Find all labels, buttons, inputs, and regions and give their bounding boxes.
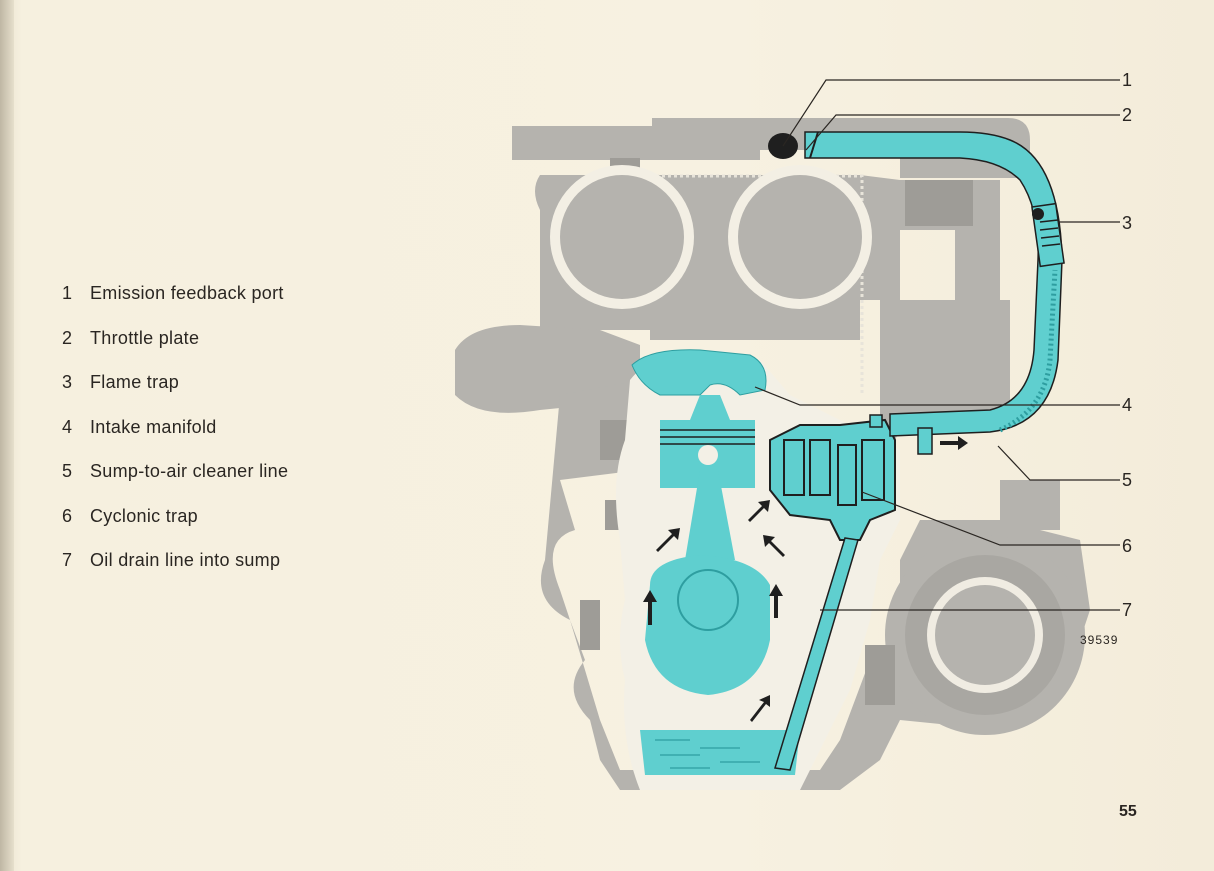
legend-item: 5 Sump-to-air cleaner line (62, 461, 392, 506)
hose-texture (998, 269, 1058, 433)
oil-drain-line (774, 537, 859, 771)
callout-2: 2 (1122, 105, 1132, 125)
throttle-plate (809, 131, 819, 159)
legend-item: 6 Cyclonic trap (62, 506, 392, 551)
crankcase-flow-arrows (643, 500, 785, 722)
legend-label: Intake manifold (90, 416, 217, 437)
air-filter-rings (550, 165, 872, 309)
connecting-rod (645, 470, 770, 695)
alternator (905, 555, 1065, 715)
legend-label: Sump-to-air cleaner line (90, 461, 289, 481)
callout-numbers: 1 2 3 4 5 6 7 (1122, 70, 1132, 620)
legend-item: 4 Intake manifold (62, 417, 392, 462)
callout-leaders (754, 79, 1120, 611)
hose-coupling (917, 427, 933, 455)
legend-number: 5 (62, 461, 73, 481)
callout-7: 7 (1122, 600, 1132, 620)
legend-item: 1 Emission feedback port (62, 283, 392, 328)
legend-list: 1 Emission feedback port 2 Throttle plat… (62, 283, 392, 595)
piston (660, 395, 755, 488)
legend-item: 2 Throttle plate (62, 328, 392, 373)
flame-trap (1031, 202, 1065, 268)
legend-item: 3 Flame trap (62, 372, 392, 417)
legend-number: 6 (62, 505, 73, 526)
legend-number: 7 (62, 550, 73, 570)
legend-label: Flame trap (90, 372, 180, 392)
legend-number: 1 (62, 283, 73, 303)
page-number: 55 (1119, 803, 1137, 820)
figure-code: 39539 (1080, 633, 1118, 647)
gasket-seam (656, 174, 864, 395)
callout-1: 1 (1122, 70, 1132, 90)
legend-number: 3 (62, 372, 73, 392)
sump-oil (640, 730, 800, 775)
legend-label: Emission feedback port (90, 283, 284, 303)
legend-item: 7 Oil drain line into sump (62, 550, 392, 595)
engine-block-gray-dark-details (580, 158, 973, 705)
book-spine-shadow (0, 0, 14, 871)
flow-arrow-icon (940, 436, 968, 450)
legend-label: Oil drain line into sump (90, 550, 281, 570)
cyclonic-trap (769, 414, 896, 541)
legend-label: Cyclonic trap (90, 505, 198, 526)
legend-label: Throttle plate (90, 327, 200, 348)
callout-3: 3 (1122, 213, 1132, 233)
cylinder-head-intake (631, 349, 767, 396)
legend-number: 4 (62, 416, 73, 437)
legend-number: 2 (62, 327, 73, 348)
callout-6: 6 (1122, 536, 1132, 556)
callout-4: 4 (1122, 395, 1132, 415)
callout-5: 5 (1122, 470, 1132, 490)
